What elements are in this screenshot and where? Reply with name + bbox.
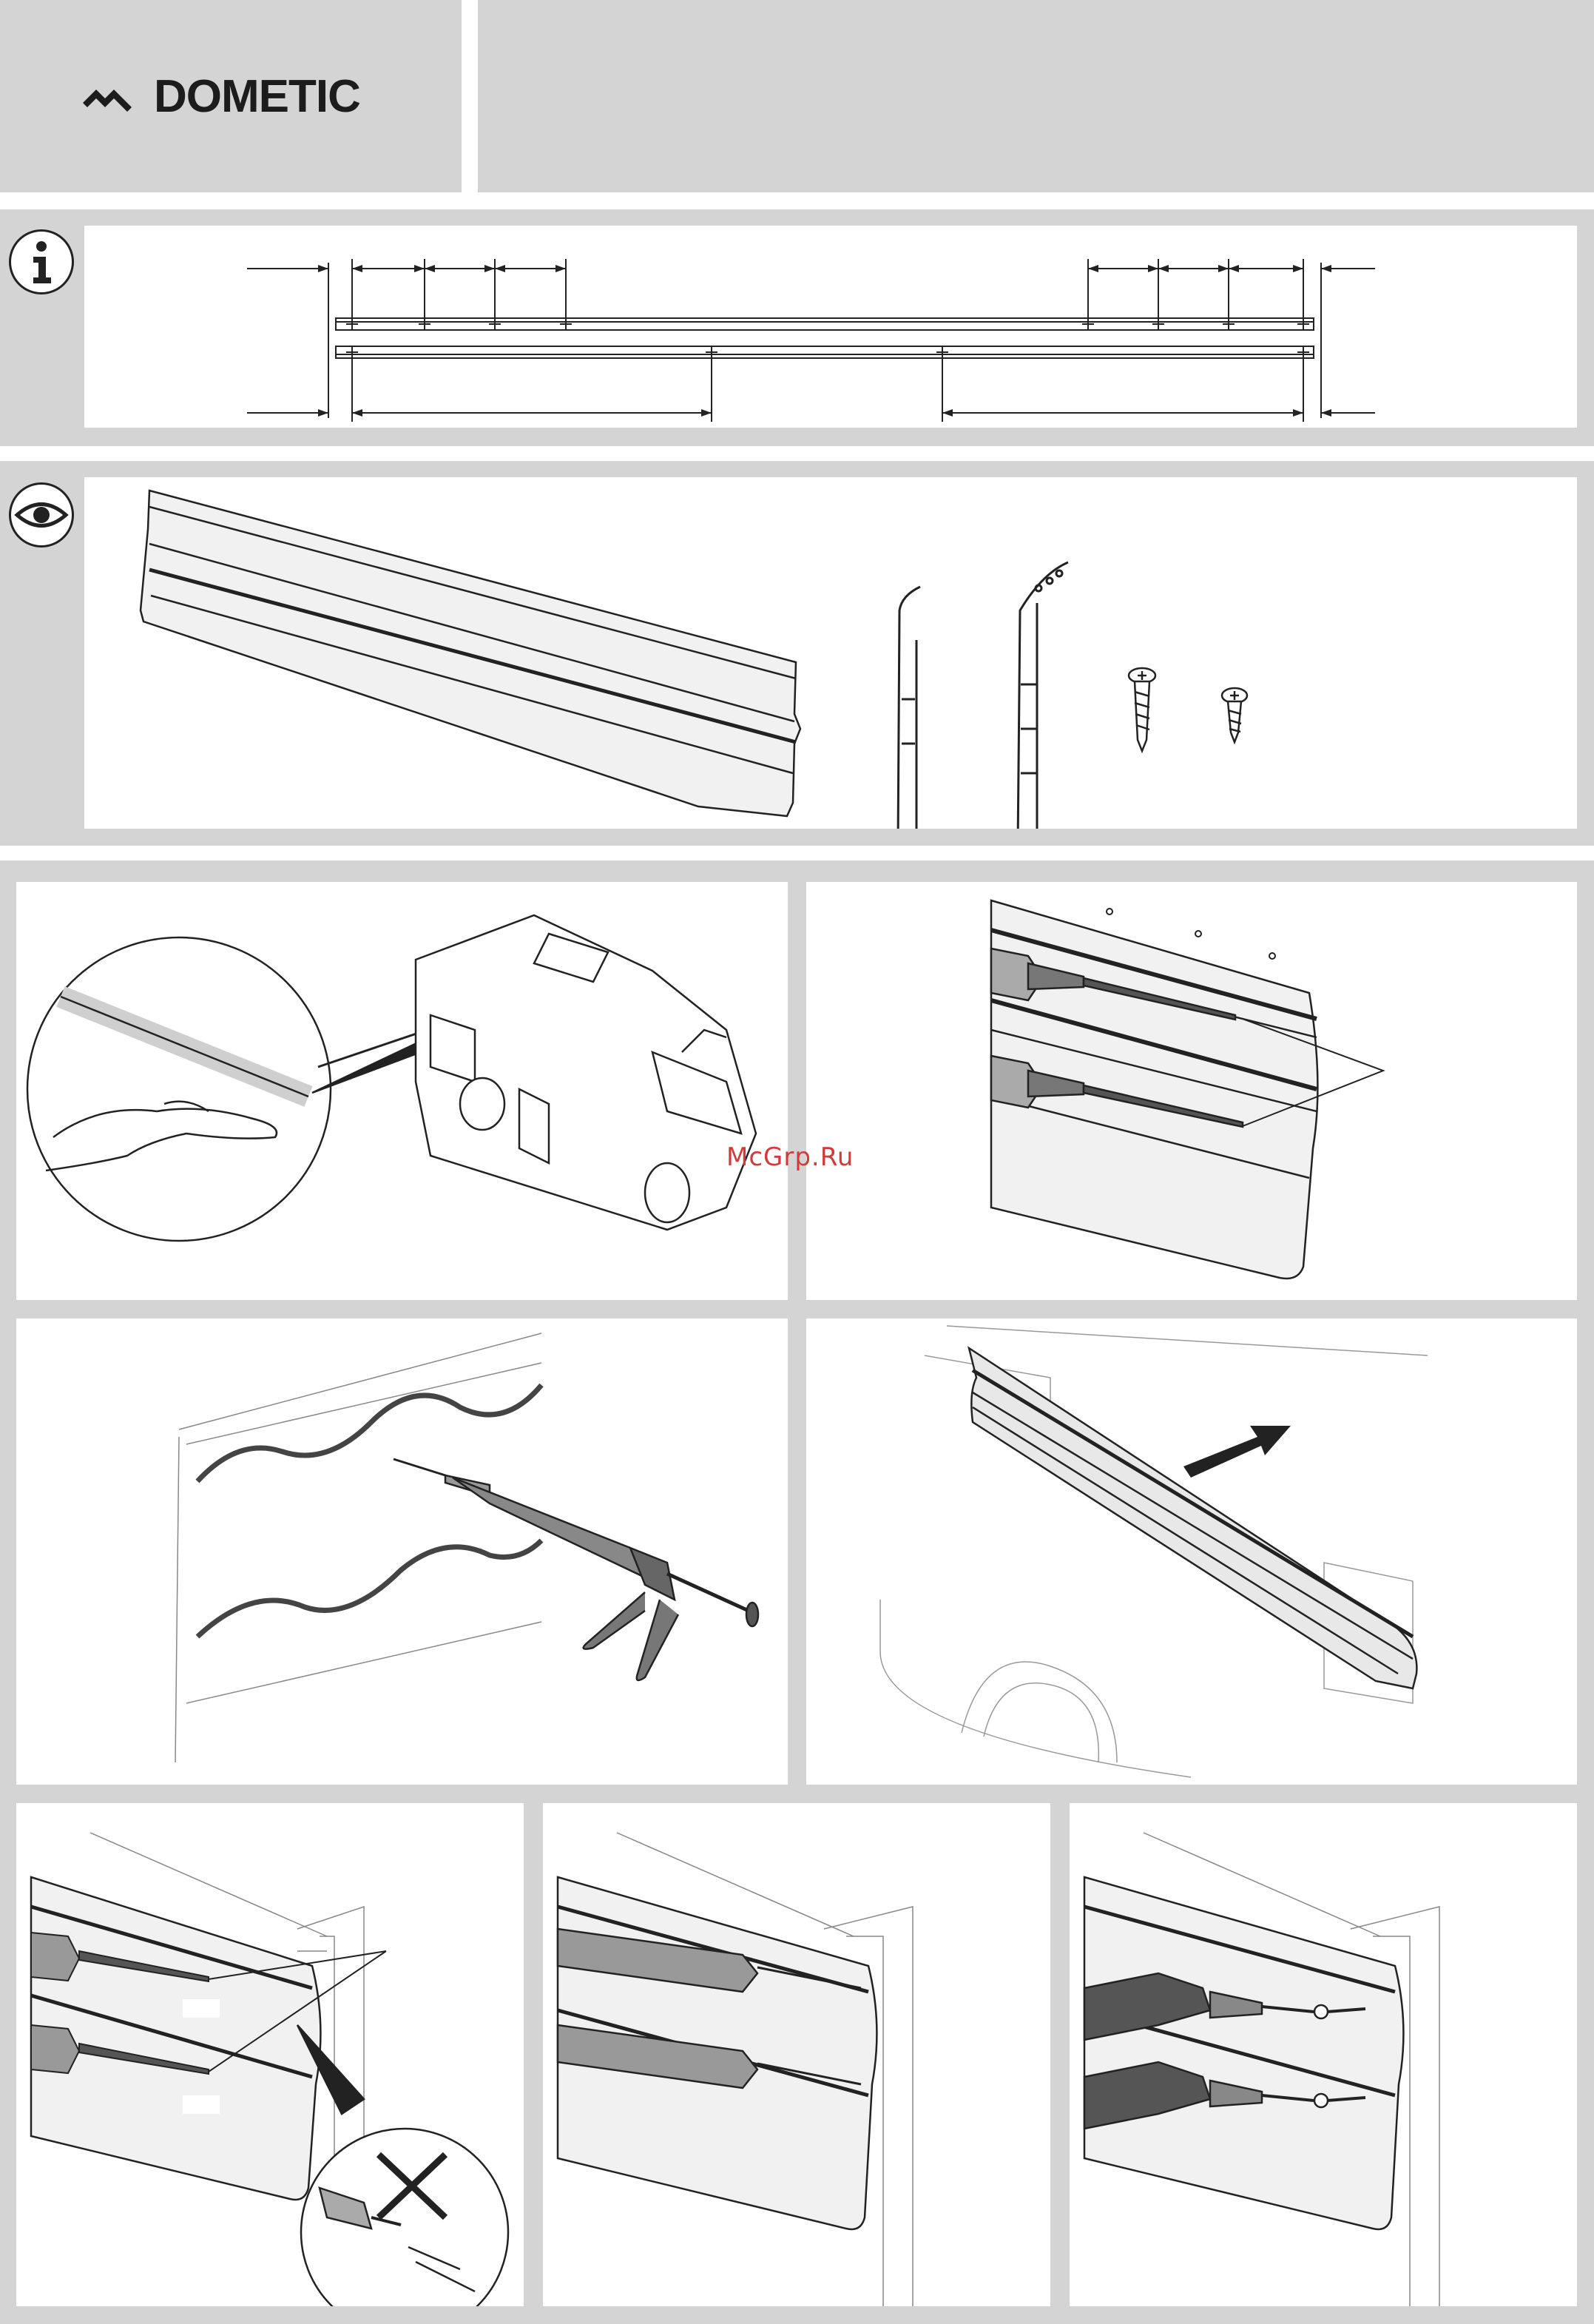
screw-small-icon: [1222, 688, 1247, 742]
step-screw-rail: [1070, 1803, 1577, 2306]
eye-icon: [9, 482, 74, 548]
rail-dimension-diagram: [84, 226, 1577, 428]
parts-overview-panel: [84, 477, 1577, 829]
step-clean-surface: [16, 882, 788, 1300]
warning-detail: [297, 2025, 508, 2306]
info-icon: [9, 229, 74, 294]
profile-section-a: [898, 587, 928, 829]
header-title-box: [478, 0, 1594, 192]
brand-logo: DOMETIC: [80, 71, 360, 123]
dimension-diagram-panel: [84, 226, 1577, 428]
caulking-gun: [394, 1459, 758, 1680]
parts-overview-illustration: [84, 477, 1577, 829]
step-apply-sealant: [16, 1318, 788, 1785]
direction-arrow-icon: [1183, 1426, 1291, 1478]
profile-section-b: [1018, 562, 1068, 829]
step-caulk-holes: [543, 1803, 1050, 2306]
dometic-chevron-logo-icon: [80, 78, 146, 116]
rail-profile-long: [141, 491, 800, 816]
screw-large-icon: [1129, 668, 1155, 751]
watermark-text: McGrp.Ru: [726, 1142, 854, 1172]
step-predrill-rail: [806, 882, 1577, 1300]
step-press-rail-on-wall: [806, 1318, 1577, 1785]
step-drill-wall-warning: [16, 1803, 524, 2306]
brand-name: DOMETIC: [154, 74, 360, 120]
